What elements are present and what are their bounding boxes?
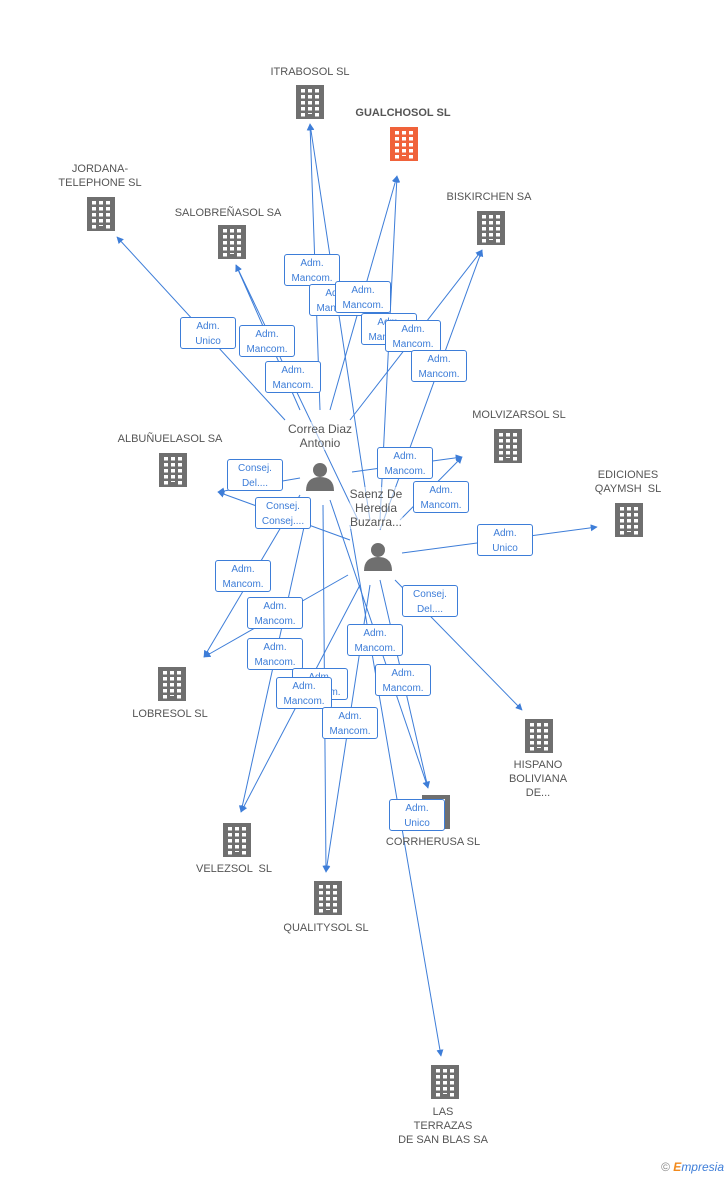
node-icons	[87, 85, 643, 1099]
company-label-itrabosol[interactable]: ITRABOSOL SL	[270, 66, 350, 78]
person-icon-correa[interactable]	[306, 463, 334, 491]
building-icon-velezsol[interactable]	[223, 823, 251, 857]
relation-edge-saenz-itrabosol	[307, 123, 371, 521]
building-icon-terrazas[interactable]	[431, 1065, 459, 1099]
relation-label-saenz-biskirchen[interactable]: Adm. Mancom.	[385, 320, 441, 352]
relation-label-saenz-lobresol[interactable]: Adm. Mancom.	[247, 597, 303, 629]
relation-label-correa-biskirchen[interactable]: Adm. Mancom.	[265, 361, 321, 393]
relation-label-saenz-salobrenasol[interactable]: Adm. Mancom.	[411, 350, 467, 382]
company-label-albunuelasol[interactable]: ALBUÑUELASOL SA	[117, 433, 223, 445]
relation-edge-correa-terrazas	[349, 524, 444, 1057]
relation-label-correa-itrabosol[interactable]: Adm. Mancom.	[284, 254, 340, 286]
company-label-salobrenasol[interactable]: SALOBREÑASOL SA	[174, 207, 282, 219]
relation-label-saenz-qualitysol[interactable]: Adm. Mancom.	[322, 707, 378, 739]
relation-label-correa-salobrenasol[interactable]: Adm. Mancom.	[239, 325, 295, 357]
company-label-hispano[interactable]: HISPANO BOLIVIANA DE...	[508, 759, 568, 799]
brand-logo-initial: E	[673, 1160, 682, 1174]
company-label-qualitysol[interactable]: QUALITYSOL SL	[283, 922, 369, 934]
company-label-lobresol[interactable]: LOBRESOL SL	[132, 708, 208, 720]
building-icon-jordana[interactable]	[87, 197, 115, 231]
building-icon-ediciones[interactable]	[615, 503, 643, 537]
building-icon-salobrenasol[interactable]	[218, 225, 246, 259]
relation-label-saenz-molvizarsol[interactable]: Adm. Mancom.	[413, 481, 469, 513]
brand-logo-text: mpresia	[681, 1160, 724, 1174]
relation-label-correa-velezsol[interactable]: Adm. Mancom.	[375, 664, 431, 696]
brand-credit: © Empresia	[661, 1160, 724, 1174]
relation-label-saenz-ediciones[interactable]: Adm. Unico	[477, 524, 533, 556]
building-icon-qualitysol[interactable]	[314, 881, 342, 915]
relation-label-correa-terrazas[interactable]: Adm. Unico	[389, 799, 445, 831]
building-icon-lobresol[interactable]	[158, 667, 186, 701]
relation-label-correa-albunuelasol[interactable]: Consej. Del....	[227, 459, 283, 491]
company-label-velezsol[interactable]: VELEZSOL SL	[195, 863, 273, 875]
copyright-symbol: ©	[661, 1160, 670, 1174]
relation-label-saenz-hispano[interactable]: Consej. Del....	[402, 585, 458, 617]
company-label-gualchosol[interactable]: GUALCHOSOL SL	[355, 107, 451, 119]
company-label-ediciones[interactable]: EDICIONES QAYMSH SL	[594, 469, 662, 495]
building-icon-gualchosol[interactable]	[390, 127, 418, 161]
person-label-saenz[interactable]: Saenz De Heredia Buzarra...	[349, 487, 403, 529]
relation-edge-saenz-biskirchen	[379, 249, 484, 531]
building-icon-albunuelasol[interactable]	[159, 453, 187, 487]
relation-label-correa-qualitysol[interactable]: Adm. Mancom.	[276, 677, 332, 709]
relation-label-saenz-albunuelasol[interactable]: Consej. Consej....	[255, 497, 311, 529]
company-label-corrherusa[interactable]: CORRHERUSA SL	[385, 836, 481, 848]
company-label-biskirchen[interactable]: BISKIRCHEN SA	[446, 191, 532, 203]
person-icon-saenz[interactable]	[364, 543, 392, 571]
relation-label-correa-molvizarsol[interactable]: Adm. Mancom.	[377, 447, 433, 479]
relation-label-correa-gualchosol[interactable]: Adm. Mancom.	[335, 281, 391, 313]
relation-label-correa-corrherusa[interactable]: Adm. Mancom.	[347, 624, 403, 656]
company-label-molvizarsol[interactable]: MOLVIZARSOL SL	[472, 409, 566, 421]
person-label-correa[interactable]: Correa Diaz Antonio	[287, 422, 353, 450]
relation-label-correa-jordana[interactable]: Adm. Unico	[180, 317, 236, 349]
building-icon-hispano[interactable]	[525, 719, 553, 753]
relation-edges	[116, 123, 598, 1057]
relation-label-correa-lobresol[interactable]: Adm. Mancom.	[215, 560, 271, 592]
building-icon-itrabosol[interactable]	[296, 85, 324, 119]
company-label-terrazas[interactable]: LAS TERRAZAS DE SAN BLAS SA	[398, 1106, 488, 1146]
building-icon-molvizarsol[interactable]	[494, 429, 522, 463]
relation-label-saenz-corrherusa[interactable]: Adm. Mancom.	[247, 638, 303, 670]
company-label-jordana[interactable]: JORDANA- TELEPHONE SL	[58, 163, 142, 189]
building-icon-biskirchen[interactable]	[477, 211, 505, 245]
